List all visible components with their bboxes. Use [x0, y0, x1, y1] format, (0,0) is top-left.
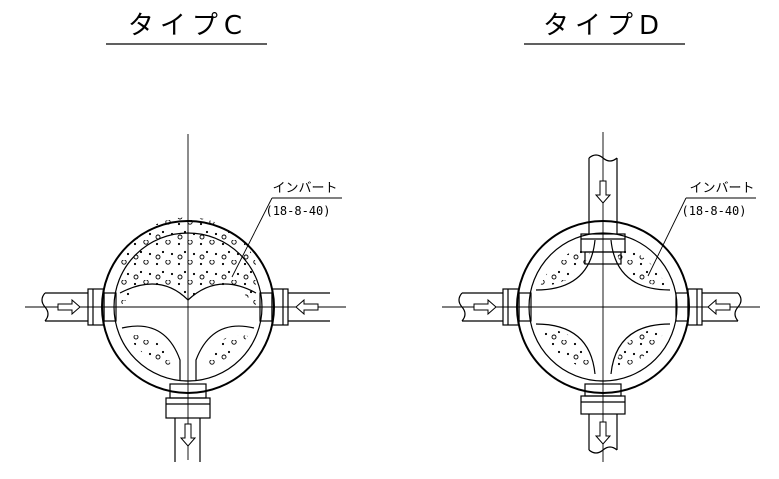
outlet-pipe-bottom: [165, 383, 211, 462]
diagram-type-d: タイプD: [442, 11, 760, 462]
invert-code: (18-8-40): [265, 204, 330, 218]
arrow-down-icon: [595, 421, 611, 445]
invert-fill-br: [614, 328, 666, 370]
arrow-right-icon: [473, 299, 497, 315]
inlet-pipe-right: [259, 288, 330, 326]
invert-channel-edge: [119, 283, 257, 301]
arrow-left-icon: [707, 299, 731, 315]
invert-fill-top: [120, 217, 256, 307]
arrow-down-icon: [595, 180, 611, 204]
diagram-title: タイプD: [543, 11, 665, 41]
diagram-title: タイプC: [128, 11, 248, 41]
invert-channel-left: [121, 325, 181, 380]
inlet-pipe-top: [580, 154, 626, 265]
invert-channel-tr: [610, 239, 671, 291]
diagram-type-c: タイプC: [25, 11, 346, 462]
manhole-outer-ring: [516, 220, 690, 394]
invert-fill-tl: [540, 244, 592, 286]
arrow-down-icon: [180, 423, 196, 447]
invert-channel-right: [195, 325, 255, 380]
leader-line: [647, 197, 687, 277]
inlet-pipe-right: [675, 288, 742, 326]
arrow-right-icon: [57, 299, 81, 315]
invert-fill-left: [128, 335, 172, 368]
invert-channel-tl: [535, 239, 596, 291]
inlet-pipe-left: [41, 288, 117, 326]
invert-fill-right: [204, 335, 248, 368]
invert-label: インバート: [689, 181, 754, 196]
invert-fill-tr: [614, 244, 666, 286]
invert-fill-bl: [540, 328, 592, 370]
invert-channel-bl: [535, 323, 596, 375]
invert-channel-br: [610, 323, 671, 375]
manhole-inner-ring: [528, 232, 678, 382]
invert-label: インバート: [272, 181, 337, 196]
invert-code: (18-8-40): [681, 204, 746, 218]
leader-line: [231, 197, 273, 278]
outlet-pipe-bottom: [580, 383, 626, 454]
inlet-pipe-left: [458, 288, 532, 326]
arrow-left-icon: [295, 299, 319, 315]
